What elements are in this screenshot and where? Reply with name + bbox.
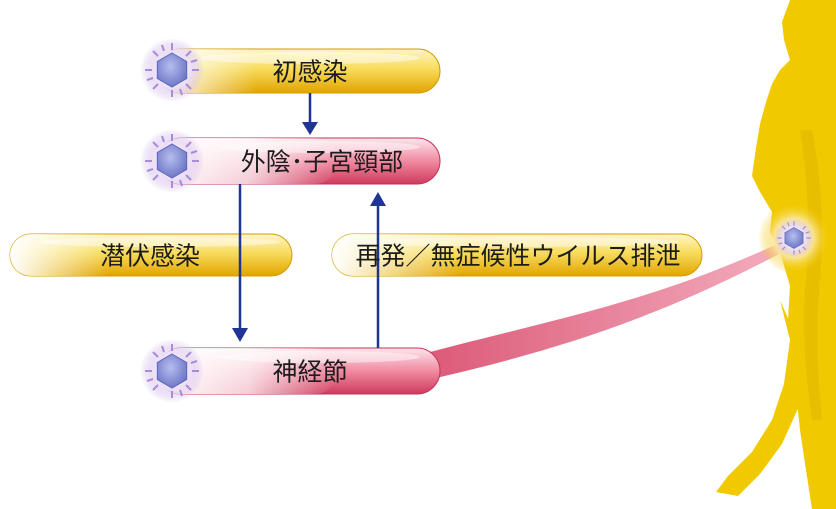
arrow-down-icon [232, 184, 248, 342]
virus-icon [139, 338, 205, 404]
ganglion-to-body-connector [430, 238, 794, 378]
body-infection-site [758, 202, 830, 274]
pill-ganglion [157, 347, 441, 395]
pill-latent-infection [9, 233, 293, 277]
arrow-down-icon [302, 93, 318, 135]
arrow-up-icon [370, 192, 386, 348]
label-recurrence-shedding: 再発／無症候性ウイルス排泄 [355, 241, 681, 271]
label-initial-infection: 初感染 [272, 57, 348, 87]
pill-recurrence-shedding [331, 233, 703, 277]
pill-initial-infection [157, 48, 441, 94]
label-ganglion: 神経節 [272, 357, 348, 387]
virus-icon [139, 37, 205, 103]
label-latent-infection: 潜伏感染 [99, 241, 201, 271]
virus-icon [139, 128, 205, 194]
label-genital-cervix: 外陰･子宮頸部 [240, 147, 404, 177]
